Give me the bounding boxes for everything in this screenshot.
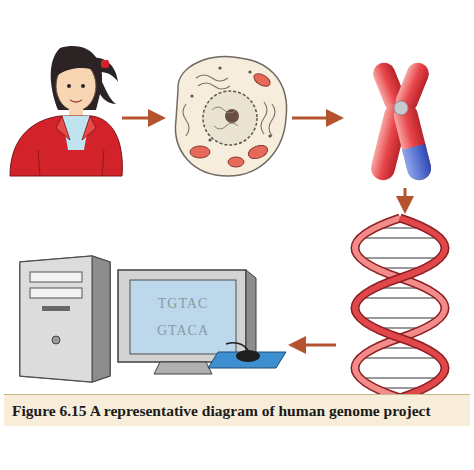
figure-caption: Figure 6.15 A representative diagram of …: [4, 394, 470, 426]
sequence-text: TGTAC: [158, 296, 209, 311]
flow-arrow: [294, 344, 336, 347]
flow-arrow: [404, 188, 407, 208]
woman-figure: [10, 46, 122, 176]
sequence-text: GTACA: [157, 323, 209, 338]
flow-arrow: [292, 117, 338, 120]
computer-illustration: [20, 256, 286, 382]
chromosome-illustration: [368, 59, 433, 182]
dna-helix: [355, 218, 445, 398]
cell-illustration: [175, 56, 286, 176]
monitor-screen: TGTAC GTACA: [131, 281, 235, 353]
flow-arrow: [122, 117, 160, 120]
